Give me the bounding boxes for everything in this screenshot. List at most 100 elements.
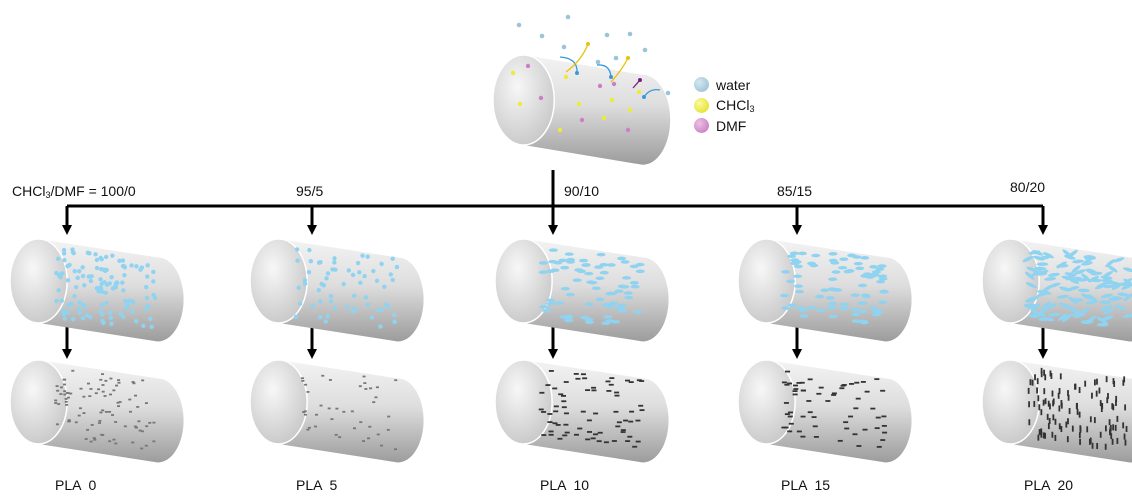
- pore: [547, 413, 553, 415]
- pore: [785, 370, 791, 373]
- pore: [54, 399, 58, 402]
- pore: [839, 387, 845, 390]
- pore: [116, 401, 120, 404]
- pore: [855, 397, 861, 400]
- water-droplet: [133, 318, 139, 324]
- cylinder-cap: [9, 359, 68, 445]
- water-droplet: [1025, 271, 1035, 280]
- arrow-tip: [586, 42, 590, 46]
- pore: [849, 383, 855, 385]
- pore: [1099, 400, 1102, 407]
- water-droplet: [820, 288, 830, 293]
- water-droplet: [149, 324, 154, 330]
- water-droplet: [1071, 313, 1084, 317]
- water-droplet: [792, 260, 802, 264]
- pore: [352, 427, 356, 430]
- water-droplet: [853, 261, 863, 266]
- water-droplet: [1111, 296, 1123, 300]
- water-droplet: [807, 305, 817, 310]
- water-particle: [627, 31, 633, 37]
- cylinder-cap: [249, 359, 308, 445]
- water-droplet: [98, 255, 103, 261]
- water-droplet: [595, 276, 605, 281]
- water-droplet: [860, 256, 870, 260]
- water-droplet: [858, 309, 868, 314]
- cylinder-body: [523, 239, 669, 342]
- water-droplet: [77, 310, 83, 315]
- water-droplet: [144, 295, 150, 301]
- water-droplet: [296, 285, 301, 290]
- pore: [54, 402, 58, 404]
- cylinder-cap: [249, 238, 308, 324]
- pore: [145, 425, 149, 428]
- water-particle: [595, 59, 601, 65]
- water-droplet: [1099, 300, 1112, 305]
- pore: [350, 410, 354, 413]
- solvent-particle: [601, 115, 607, 121]
- pore: [587, 431, 593, 433]
- pore: [92, 437, 96, 439]
- pore: [620, 429, 626, 431]
- pore: [875, 416, 881, 419]
- water-droplet: [1042, 284, 1053, 293]
- pore: [1084, 380, 1087, 387]
- water-droplet: [341, 281, 346, 287]
- water-droplet: [878, 300, 888, 305]
- pore: [539, 391, 545, 394]
- water-droplet: [134, 264, 139, 269]
- water-droplet: [624, 295, 634, 300]
- pore: [334, 433, 338, 436]
- pore: [1124, 439, 1127, 446]
- pore: [387, 415, 391, 418]
- water-droplet: [70, 316, 76, 322]
- pore: [831, 392, 837, 395]
- pore: [793, 388, 799, 390]
- solvent-exchange-illustration: [510, 14, 671, 133]
- water-droplet: [828, 252, 838, 256]
- water-droplet: [630, 284, 640, 289]
- water-droplet: [1077, 288, 1090, 293]
- water-droplet: [787, 303, 797, 308]
- pore: [88, 395, 92, 398]
- pore: [1071, 425, 1074, 432]
- water-droplet: [606, 263, 616, 267]
- water-droplet: [352, 293, 357, 299]
- pore: [1112, 404, 1115, 411]
- water-droplet: [1107, 265, 1118, 273]
- pore: [89, 388, 93, 390]
- ratio-label-2: 90/10: [564, 183, 600, 199]
- ratio-prefix-sub: 3: [45, 190, 51, 200]
- water-droplet: [94, 265, 100, 271]
- water-droplet: [70, 247, 75, 252]
- pore: [628, 420, 634, 423]
- pore: [64, 398, 68, 400]
- water-droplet: [80, 273, 86, 279]
- pore: [1091, 442, 1094, 449]
- pore: [629, 410, 635, 413]
- water-droplet: [295, 258, 300, 263]
- pore-features: [781, 370, 888, 448]
- water-droplet: [879, 290, 889, 294]
- pore: [1060, 400, 1063, 407]
- water-droplet: [120, 314, 126, 319]
- water-droplet: [1117, 292, 1130, 297]
- water-droplet: [392, 312, 397, 318]
- pore: [1040, 431, 1043, 438]
- pore: [862, 428, 868, 431]
- water-droplet: [98, 285, 103, 290]
- pore: [639, 409, 645, 412]
- pore: [137, 420, 141, 423]
- pore: [1047, 400, 1050, 407]
- water-droplet: [1101, 315, 1114, 321]
- pore: [552, 422, 558, 425]
- water-droplet: [357, 270, 362, 275]
- pore: [117, 405, 121, 408]
- pore: [89, 440, 93, 443]
- pore: [1094, 379, 1096, 386]
- water-droplet: [615, 306, 625, 311]
- pore: [1109, 427, 1112, 434]
- pore: [811, 416, 817, 418]
- pore: [611, 440, 617, 442]
- water-droplet: [1059, 286, 1071, 292]
